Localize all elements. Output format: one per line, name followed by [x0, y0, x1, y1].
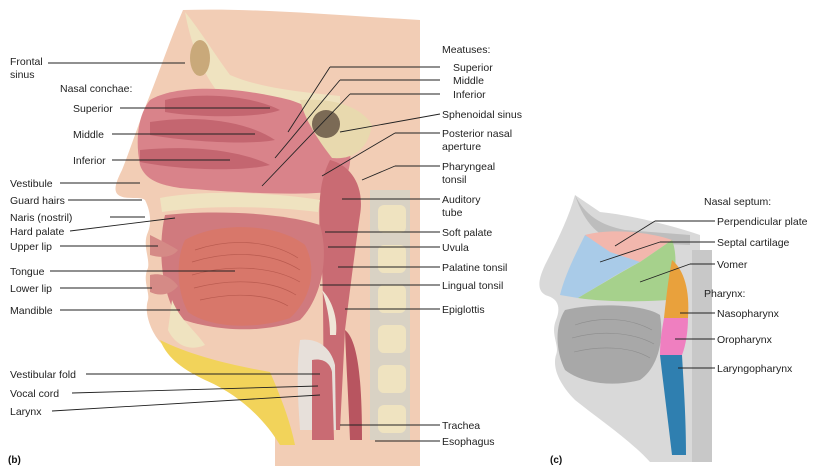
label-larynx: Larynx: [10, 406, 42, 418]
label-naris: Naris (nostril): [10, 212, 72, 224]
label-hard-palate: Hard palate: [10, 226, 64, 238]
label-frontal-sinus-line1: Frontal: [10, 56, 43, 68]
label-frontal-sinus-line2: sinus: [10, 69, 35, 81]
cervical-vertebrae: [370, 190, 410, 440]
label-esophagus: Esophagus: [442, 436, 495, 448]
label-palatine-tonsil: Palatine tonsil: [442, 262, 507, 274]
label-vestibule: Vestibule: [10, 178, 53, 190]
panel-b-illustration: [116, 10, 420, 466]
label-concha-inferior: Inferior: [73, 155, 106, 167]
panel-c-illustration: [539, 195, 712, 462]
label-meatus-middle: Middle: [453, 75, 484, 87]
label-meatus-superior: Superior: [453, 62, 493, 74]
label-soft-palate: Soft palate: [442, 227, 492, 239]
label-lower-lip: Lower lip: [10, 283, 52, 295]
label-epiglottis: Epiglottis: [442, 304, 485, 316]
label-nasopharynx: Nasopharynx: [717, 308, 780, 320]
label-septal-cartilage: Septal cartilage: [717, 237, 790, 249]
label-auditory-tube-line2: tube: [442, 207, 463, 219]
panel-b-tag: (b): [8, 455, 21, 466]
label-laryngopharynx: Laryngopharynx: [717, 363, 793, 375]
frontal-sinus: [190, 40, 210, 76]
label-pharynx-heading: Pharynx:: [704, 288, 745, 300]
label-vocal-cord: Vocal cord: [10, 388, 59, 400]
label-nasal-septum-heading: Nasal septum:: [704, 196, 771, 208]
label-posterior-nasal-line2: aperture: [442, 141, 481, 153]
label-auditory-tube-line1: Auditory: [442, 194, 481, 206]
label-concha-superior: Superior: [73, 103, 113, 115]
label-pharyngeal-tonsil-line2: tonsil: [442, 174, 467, 186]
label-tongue: Tongue: [10, 266, 45, 278]
label-mandible: Mandible: [10, 305, 53, 317]
label-posterior-nasal-line1: Posterior nasal: [442, 128, 512, 140]
label-guard-hairs: Guard hairs: [10, 195, 65, 207]
label-sphenoidal-sinus: Sphenoidal sinus: [442, 109, 522, 121]
panel-c-oral-region: [558, 305, 662, 383]
label-meatuses-heading: Meatuses:: [442, 44, 490, 56]
trachea-shape: [312, 360, 334, 441]
panel-c-vertebrae: [692, 250, 712, 462]
label-meatus-inferior: Inferior: [453, 89, 486, 101]
tongue: [179, 227, 312, 326]
label-trachea: Trachea: [442, 420, 480, 432]
sphenoidal-sinus: [312, 110, 340, 138]
panel-c-tag: (c): [550, 455, 562, 466]
label-uvula: Uvula: [442, 242, 469, 254]
label-vestibular-fold: Vestibular fold: [10, 369, 76, 381]
label-upper-lip: Upper lip: [10, 241, 52, 253]
label-pharyngeal-tonsil-line1: Pharyngeal: [442, 161, 495, 173]
label-lingual-tonsil: Lingual tonsil: [442, 280, 503, 292]
label-vomer: Vomer: [717, 259, 748, 271]
oropharynx-region: [660, 318, 688, 355]
label-concha-middle: Middle: [73, 129, 104, 141]
label-perpendicular-plate: Perpendicular plate: [717, 216, 808, 228]
label-oropharynx: Oropharynx: [717, 334, 773, 346]
label-nasal-conchae-heading: Nasal conchae:: [60, 83, 132, 95]
